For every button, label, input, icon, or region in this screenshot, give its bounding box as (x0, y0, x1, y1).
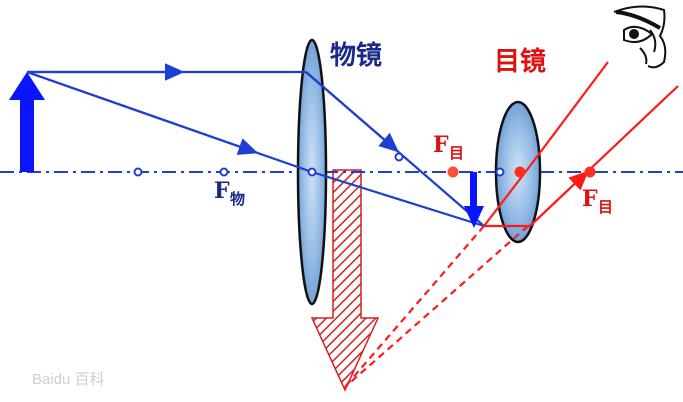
focus-objective-label: F 物 (214, 178, 245, 208)
eyepiece-label: 目镜 (494, 46, 546, 77)
watermark: Baidu 百科 (32, 371, 105, 388)
eye-icon (613, 5, 667, 69)
intermediate-image-arrow (464, 172, 484, 228)
axis-points (133, 152, 505, 177)
eyepiece-focal-points (447, 166, 596, 178)
focus-eyepiece-label-2: F 目 (582, 186, 613, 216)
svg-text:F: F (582, 186, 598, 212)
virtual-image-arrow (310, 169, 380, 392)
svg-text:F: F (214, 178, 230, 204)
eyepiece-rays (343, 61, 679, 389)
objective-label: 物镜 (330, 40, 382, 71)
svg-text:目: 目 (449, 144, 464, 162)
focus-eyepiece-label-1: F 目 (433, 132, 464, 162)
svg-text:目: 目 (598, 198, 613, 216)
objective-rays (26, 63, 485, 228)
object-arrow (9, 72, 45, 172)
svg-text:F: F (433, 132, 449, 158)
svg-text:物: 物 (230, 190, 245, 208)
